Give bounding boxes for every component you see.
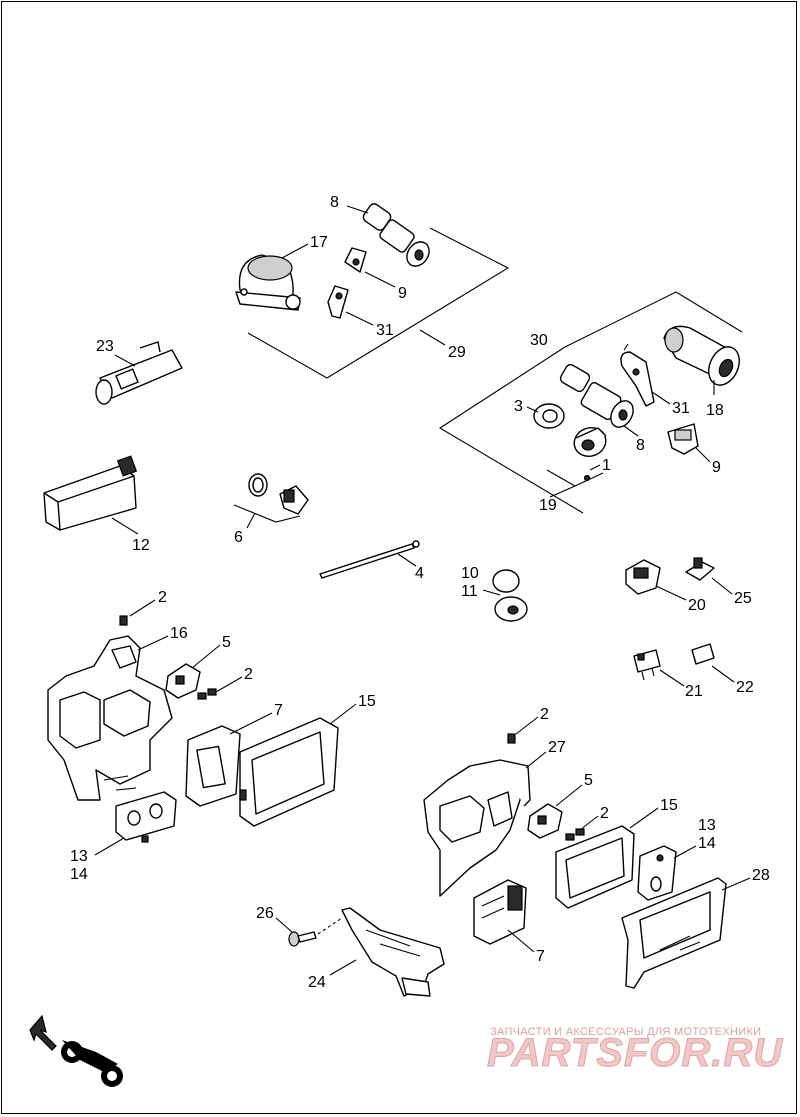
part-18-ignition-switch[interactable] bbox=[663, 325, 745, 390]
callout-30: 30 bbox=[530, 332, 548, 349]
watermark-caption: ЗАПЧАСТИ И АКСЕССУАРЫ ДЛЯ МОТОТЕХНИКИ bbox=[490, 1026, 761, 1038]
callout-5-b: 5 bbox=[584, 772, 593, 789]
callout-10: 10 bbox=[461, 565, 479, 582]
callout-22: 22 bbox=[736, 679, 754, 696]
part-15b-frame[interactable] bbox=[555, 825, 635, 909]
part-12-module[interactable] bbox=[43, 455, 138, 531]
part-15a-frame[interactable] bbox=[239, 717, 339, 827]
bracket-29 bbox=[247, 227, 510, 379]
part-26-screw[interactable] bbox=[288, 931, 317, 947]
callout-19: 19 bbox=[539, 497, 557, 514]
callout-23: 23 bbox=[96, 338, 114, 355]
callout-18: 18 bbox=[706, 402, 724, 419]
callout-17: 17 bbox=[310, 234, 328, 251]
callout-12: 12 bbox=[132, 537, 150, 554]
callout-16: 16 bbox=[170, 625, 188, 642]
callout-3: 3 bbox=[514, 398, 523, 415]
callout-6: 6 bbox=[234, 529, 243, 546]
callout-4: 4 bbox=[415, 565, 424, 582]
callout-15: 15 bbox=[358, 693, 376, 710]
part-13-14a-cover[interactable] bbox=[115, 791, 177, 843]
part-9-key[interactable] bbox=[344, 247, 367, 273]
arrow-motorcycle-icon bbox=[29, 1014, 123, 1087]
callout-26: 26 bbox=[256, 905, 274, 922]
part-8b-lock-cylinder[interactable] bbox=[559, 363, 638, 431]
callout-25: 25 bbox=[734, 590, 752, 607]
part-31-key[interactable] bbox=[327, 285, 349, 319]
callout-2-b: 2 bbox=[244, 666, 253, 683]
part-20-relay[interactable] bbox=[625, 559, 661, 595]
callout-2-d: 2 bbox=[600, 805, 609, 822]
callout-27: 27 bbox=[548, 739, 566, 756]
part-7b-cover[interactable] bbox=[473, 879, 527, 945]
part-22-fuse[interactable] bbox=[691, 643, 715, 665]
callout-20: 20 bbox=[688, 597, 706, 614]
part-27-tray[interactable] bbox=[423, 759, 531, 897]
callout-7: 7 bbox=[274, 702, 283, 719]
part-4-cable-strap[interactable] bbox=[319, 540, 420, 579]
callout-13: 13 bbox=[70, 848, 88, 865]
part-24-base-plate[interactable] bbox=[341, 907, 445, 997]
part-9b-key[interactable] bbox=[667, 423, 699, 455]
callout-29: 29 bbox=[448, 344, 466, 361]
part-21-fuse[interactable] bbox=[633, 649, 661, 681]
bracket-30 bbox=[438, 291, 743, 514]
watermark-brand: PARTSFOR.RU bbox=[487, 1031, 783, 1075]
part-2d-screw[interactable] bbox=[565, 828, 585, 841]
part-5a-relay[interactable] bbox=[165, 663, 201, 699]
callout-14-b: 14 bbox=[698, 835, 716, 852]
part-31b-key[interactable] bbox=[620, 343, 655, 407]
callout-2-c: 2 bbox=[540, 706, 549, 723]
callout-11: 11 bbox=[461, 583, 478, 600]
part-16-tray[interactable] bbox=[47, 635, 173, 801]
part-2b-screw[interactable] bbox=[197, 688, 217, 700]
part-2c-screw[interactable] bbox=[507, 733, 516, 744]
callout-15-b: 15 bbox=[660, 797, 678, 814]
part-8-lock-cylinder[interactable] bbox=[361, 202, 433, 270]
part-17-switch-housing[interactable] bbox=[235, 254, 301, 311]
callout-9: 9 bbox=[398, 285, 407, 302]
callout-24: 24 bbox=[308, 974, 326, 991]
part-6-sender[interactable] bbox=[248, 473, 309, 515]
part-3-nut[interactable] bbox=[533, 403, 565, 429]
part-2a-screw[interactable] bbox=[119, 615, 128, 626]
callout-31: 31 bbox=[376, 322, 394, 339]
part-10-11-ring-terminal[interactable] bbox=[492, 569, 528, 622]
callout-2: 2 bbox=[158, 589, 167, 606]
callout-5: 5 bbox=[222, 634, 231, 651]
part-25-clip[interactable] bbox=[685, 557, 715, 581]
callout-1: 1 bbox=[602, 457, 611, 474]
callout-8: 8 bbox=[330, 194, 339, 211]
part-23-connector[interactable] bbox=[95, 341, 183, 405]
callout-21: 21 bbox=[685, 683, 703, 700]
callout-8-b: 8 bbox=[636, 437, 645, 454]
part-7a-cover[interactable] bbox=[185, 725, 241, 807]
part-28-bracket[interactable] bbox=[621, 877, 727, 989]
part-5b-relay[interactable] bbox=[527, 803, 563, 839]
callout-13-b: 13 bbox=[698, 817, 716, 834]
callout-28: 28 bbox=[752, 867, 770, 884]
callout-9-b: 9 bbox=[712, 459, 721, 476]
callout-7-b: 7 bbox=[536, 948, 545, 965]
callout-31-b: 31 bbox=[672, 400, 690, 417]
callout-14: 14 bbox=[70, 866, 88, 883]
part-19-bezel[interactable] bbox=[570, 423, 610, 460]
part-13-14b-cover[interactable] bbox=[637, 845, 677, 901]
